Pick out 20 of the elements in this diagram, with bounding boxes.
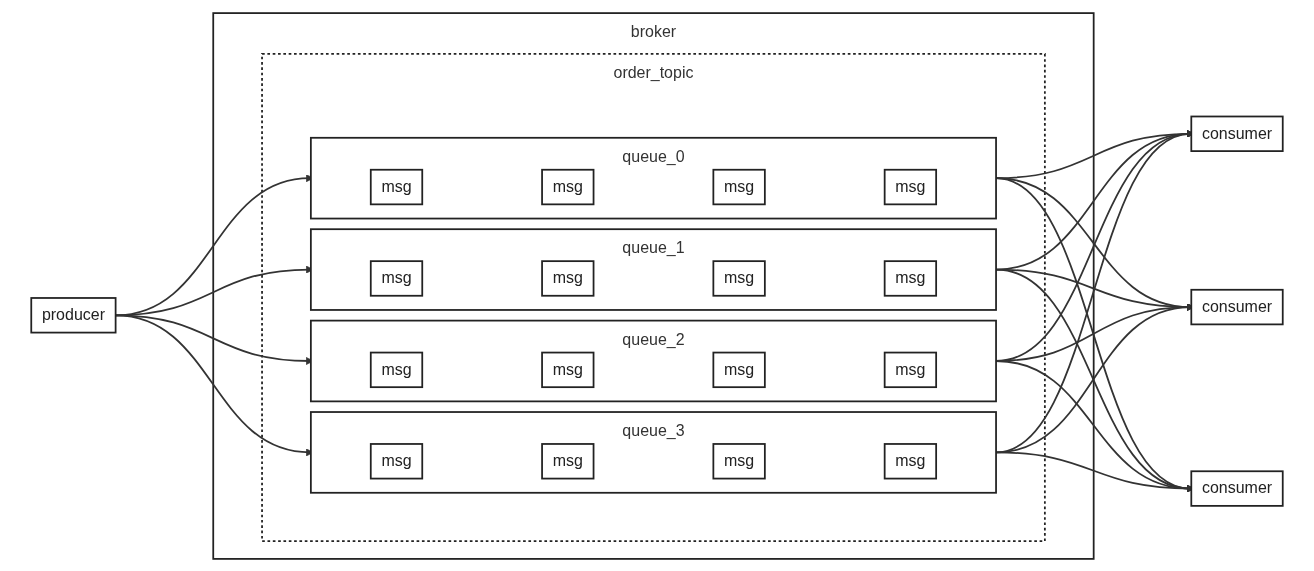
node-box: consumer — [1190, 288, 1284, 325]
node-box: consumer — [1190, 115, 1284, 152]
node-box: msg — [883, 351, 938, 388]
node-box: msg — [712, 442, 766, 479]
node-box: msg — [712, 259, 766, 297]
node-box: consumer — [1190, 469, 1284, 507]
node-box: msg — [369, 168, 424, 205]
node-box: msg — [541, 351, 595, 388]
node-box: msg — [712, 351, 766, 388]
node-box: msg — [883, 259, 938, 297]
node-box: producer — [30, 296, 117, 333]
node-box: msg — [369, 442, 424, 479]
node-box: msg — [541, 168, 595, 205]
node-box: msg — [541, 442, 595, 479]
node-box: msg — [541, 259, 595, 297]
node-box: msg — [369, 351, 424, 388]
node-box: msg — [369, 259, 424, 297]
node-box: msg — [883, 442, 938, 479]
node-box: msg — [883, 168, 938, 205]
node-box: msg — [712, 168, 766, 205]
